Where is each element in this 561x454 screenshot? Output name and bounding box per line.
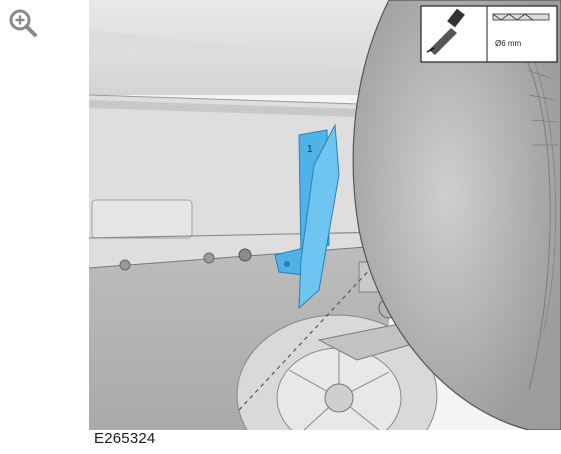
part-number-callout: 1 [307, 144, 313, 155]
tool-callout: Ø6 mm [420, 5, 558, 63]
figure-id-label: E265324 [94, 430, 156, 447]
drill-size-label: Ø6 mm [495, 39, 522, 48]
technical-illustration: 1 Ø6 mm [89, 0, 561, 430]
zoom-in-button[interactable] [6, 6, 40, 40]
drill-bit-icon [492, 13, 550, 21]
drill-icon [426, 8, 465, 55]
zoom-in-icon [9, 9, 37, 37]
